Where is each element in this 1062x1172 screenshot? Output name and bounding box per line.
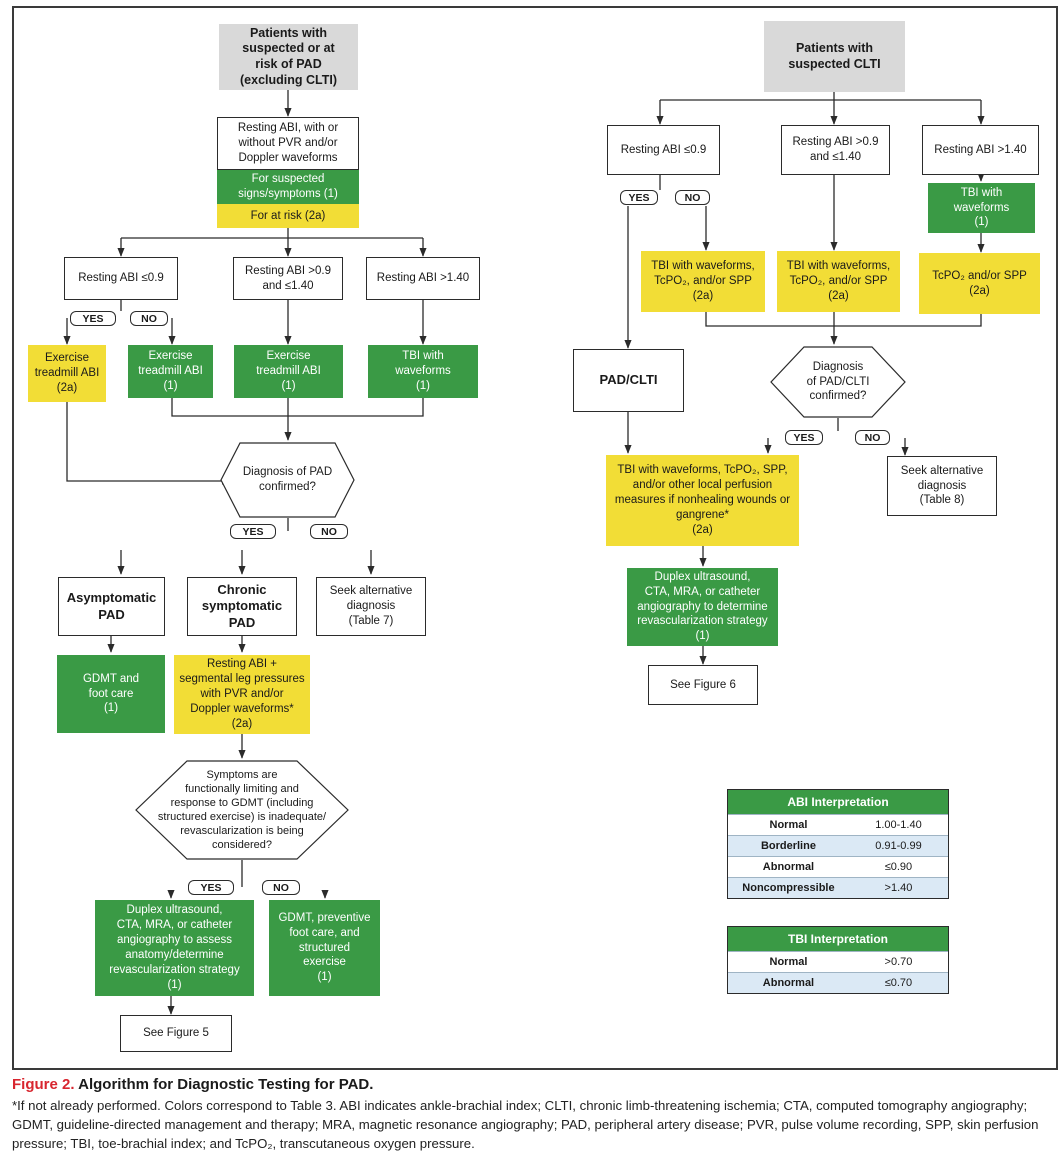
left-seek-alternative-node: Seek alternative diagnosis (Table 7) (316, 577, 426, 636)
left-abi-mid-node: Resting ABI >0.9 and ≤1.40 (233, 257, 343, 300)
left-yes-label-1: YES (70, 311, 116, 326)
left-tbi-node: TBI with waveforms (1) (368, 345, 478, 398)
row-value: 0.91-0.99 (875, 840, 922, 852)
table-row: Normal >0.70 (728, 951, 948, 972)
caption-body: *If not already performed. Colors corres… (12, 1098, 1039, 1151)
row-label: Normal (769, 819, 808, 831)
right-yes-label-1: YES (620, 190, 658, 205)
row-label: Abnormal (762, 861, 815, 873)
right-yes-label-2: YES (785, 430, 823, 445)
pad-diagnosis-text: Diagnosis of PAD confirmed? (242, 466, 333, 493)
diagram-frame (12, 6, 1058, 1070)
tbi-tcpo-node-b: TBI with waveforms, TcPO₂, and/or SPP (2… (777, 251, 900, 312)
resting-abi-node: Resting ABI, with or without PVR and/or … (217, 117, 359, 170)
right-abi-low-node: Resting ABI ≤0.9 (607, 125, 720, 175)
right-tbi-waveforms-node: TBI with waveforms (1) (928, 183, 1035, 233)
figure-caption: Figure 2. Algorithm for Diagnostic Testi… (12, 1076, 1058, 1154)
left-no-label-2: NO (310, 524, 348, 539)
exercise-abi-yellow-node: Exercise treadmill ABI (2a) (28, 345, 106, 402)
tbi-tcpo-node-a: TBI with waveforms, TcPO₂, and/or SPP (2… (641, 251, 765, 312)
row-label: Normal (769, 956, 808, 968)
tcpo-spp-node: TcPO₂ and/or SPP (2a) (919, 253, 1040, 314)
symptoms-text: Symptoms are functionally limiting and r… (157, 768, 327, 852)
row-label: Abnormal (762, 977, 815, 989)
table-row: Borderline 0.91-0.99 (728, 835, 948, 856)
local-perfusion-node: TBI with waveforms, TcPO₂, SPP, and/or o… (606, 455, 799, 546)
left-no-label-3: NO (262, 880, 300, 895)
left-abi-high-node: Resting ABI >1.40 (366, 257, 480, 300)
left-no-label-1: NO (130, 311, 168, 326)
row-label: Borderline (760, 840, 816, 852)
right-seek-alternative-node: Seek alternative diagnosis (Table 8) (887, 456, 997, 516)
clti-diagnosis-decision: Diagnosis of PAD/CLTI confirmed? (770, 346, 906, 418)
row-value: 1.00-1.40 (875, 819, 922, 831)
right-abi-high-node: Resting ABI >1.40 (922, 125, 1039, 175)
left-duplex-node: Duplex ultrasound, CTA, MRA, or catheter… (95, 900, 254, 996)
row-value: ≤0.90 (884, 861, 913, 873)
row-value: >0.70 (884, 956, 913, 968)
left-yes-label-3: YES (188, 880, 234, 895)
table-row: Abnormal ≤0.90 (728, 856, 948, 877)
caption-title: Figure 2. Algorithm for Diagnostic Testi… (12, 1076, 1058, 1093)
left-abi-low-node: Resting ABI ≤0.9 (64, 257, 178, 300)
symptoms-decision: Symptoms are functionally limiting and r… (135, 760, 349, 860)
asymptomatic-pad-node: Asymptomatic PAD (58, 577, 165, 636)
table-row: Abnormal ≤0.70 (728, 972, 948, 993)
left-yes-label-2: YES (230, 524, 276, 539)
clti-diagnosis-text: Diagnosis of PAD/CLTI confirmed? (806, 360, 870, 403)
tbi-interpretation-table: TBI Interpretation Normal >0.70 Abnormal ≤… (727, 926, 949, 994)
left-start-node: Patients with suspected or at risk of PA… (219, 24, 358, 90)
table-row: Noncompressible >1.40 (728, 877, 948, 898)
exercise-abi-green-node-a: Exercise treadmill ABI (1) (128, 345, 213, 398)
row-value: >1.40 (884, 882, 913, 894)
exercise-abi-green-node-b: Exercise treadmill ABI (1) (234, 345, 343, 398)
pad-clti-node: PAD/CLTI (573, 349, 684, 412)
chronic-symptomatic-node: Chronic symptomatic PAD (187, 577, 297, 636)
right-duplex-node: Duplex ultrasound, CTA, MRA, or catheter… (627, 568, 778, 646)
gdmt-foot-care-node: GDMT and foot care (1) (57, 655, 165, 733)
pad-diagnosis-decision: Diagnosis of PAD confirmed? (220, 442, 355, 518)
abi-interpretation-table: ABI Interpretation Normal 1.00-1.40 Borde… (727, 789, 949, 899)
see-figure-6-node: See Figure 6 (648, 665, 758, 705)
segmental-pressures-node: Resting ABI + segmental leg pressures wi… (174, 655, 310, 734)
right-abi-mid-node: Resting ABI >0.9 and ≤1.40 (781, 125, 890, 175)
row-value: ≤0.70 (884, 977, 913, 989)
right-no-label-1: NO (675, 190, 710, 205)
see-figure-5-node: See Figure 5 (120, 1015, 232, 1052)
caption-title-text: Algorithm for Diagnostic Testing for PAD… (78, 1076, 374, 1093)
caption-figure-number: Figure 2. (12, 1076, 75, 1093)
preventive-foot-care-node: GDMT, preventive foot care, and structur… (269, 900, 380, 996)
at-risk-node: For at risk (2a) (217, 204, 359, 228)
suspected-symptoms-node: For suspected signs/symptoms (1) (217, 170, 359, 204)
table-row: Normal 1.00-1.40 (728, 814, 948, 835)
tbi-table-title: TBI Interpretation (728, 927, 948, 951)
abi-table-title: ABI Interpretation (728, 790, 948, 814)
right-start-node: Patients with suspected CLTI (764, 21, 905, 92)
right-no-label-2: NO (855, 430, 890, 445)
row-label: Noncompressible (742, 882, 835, 894)
